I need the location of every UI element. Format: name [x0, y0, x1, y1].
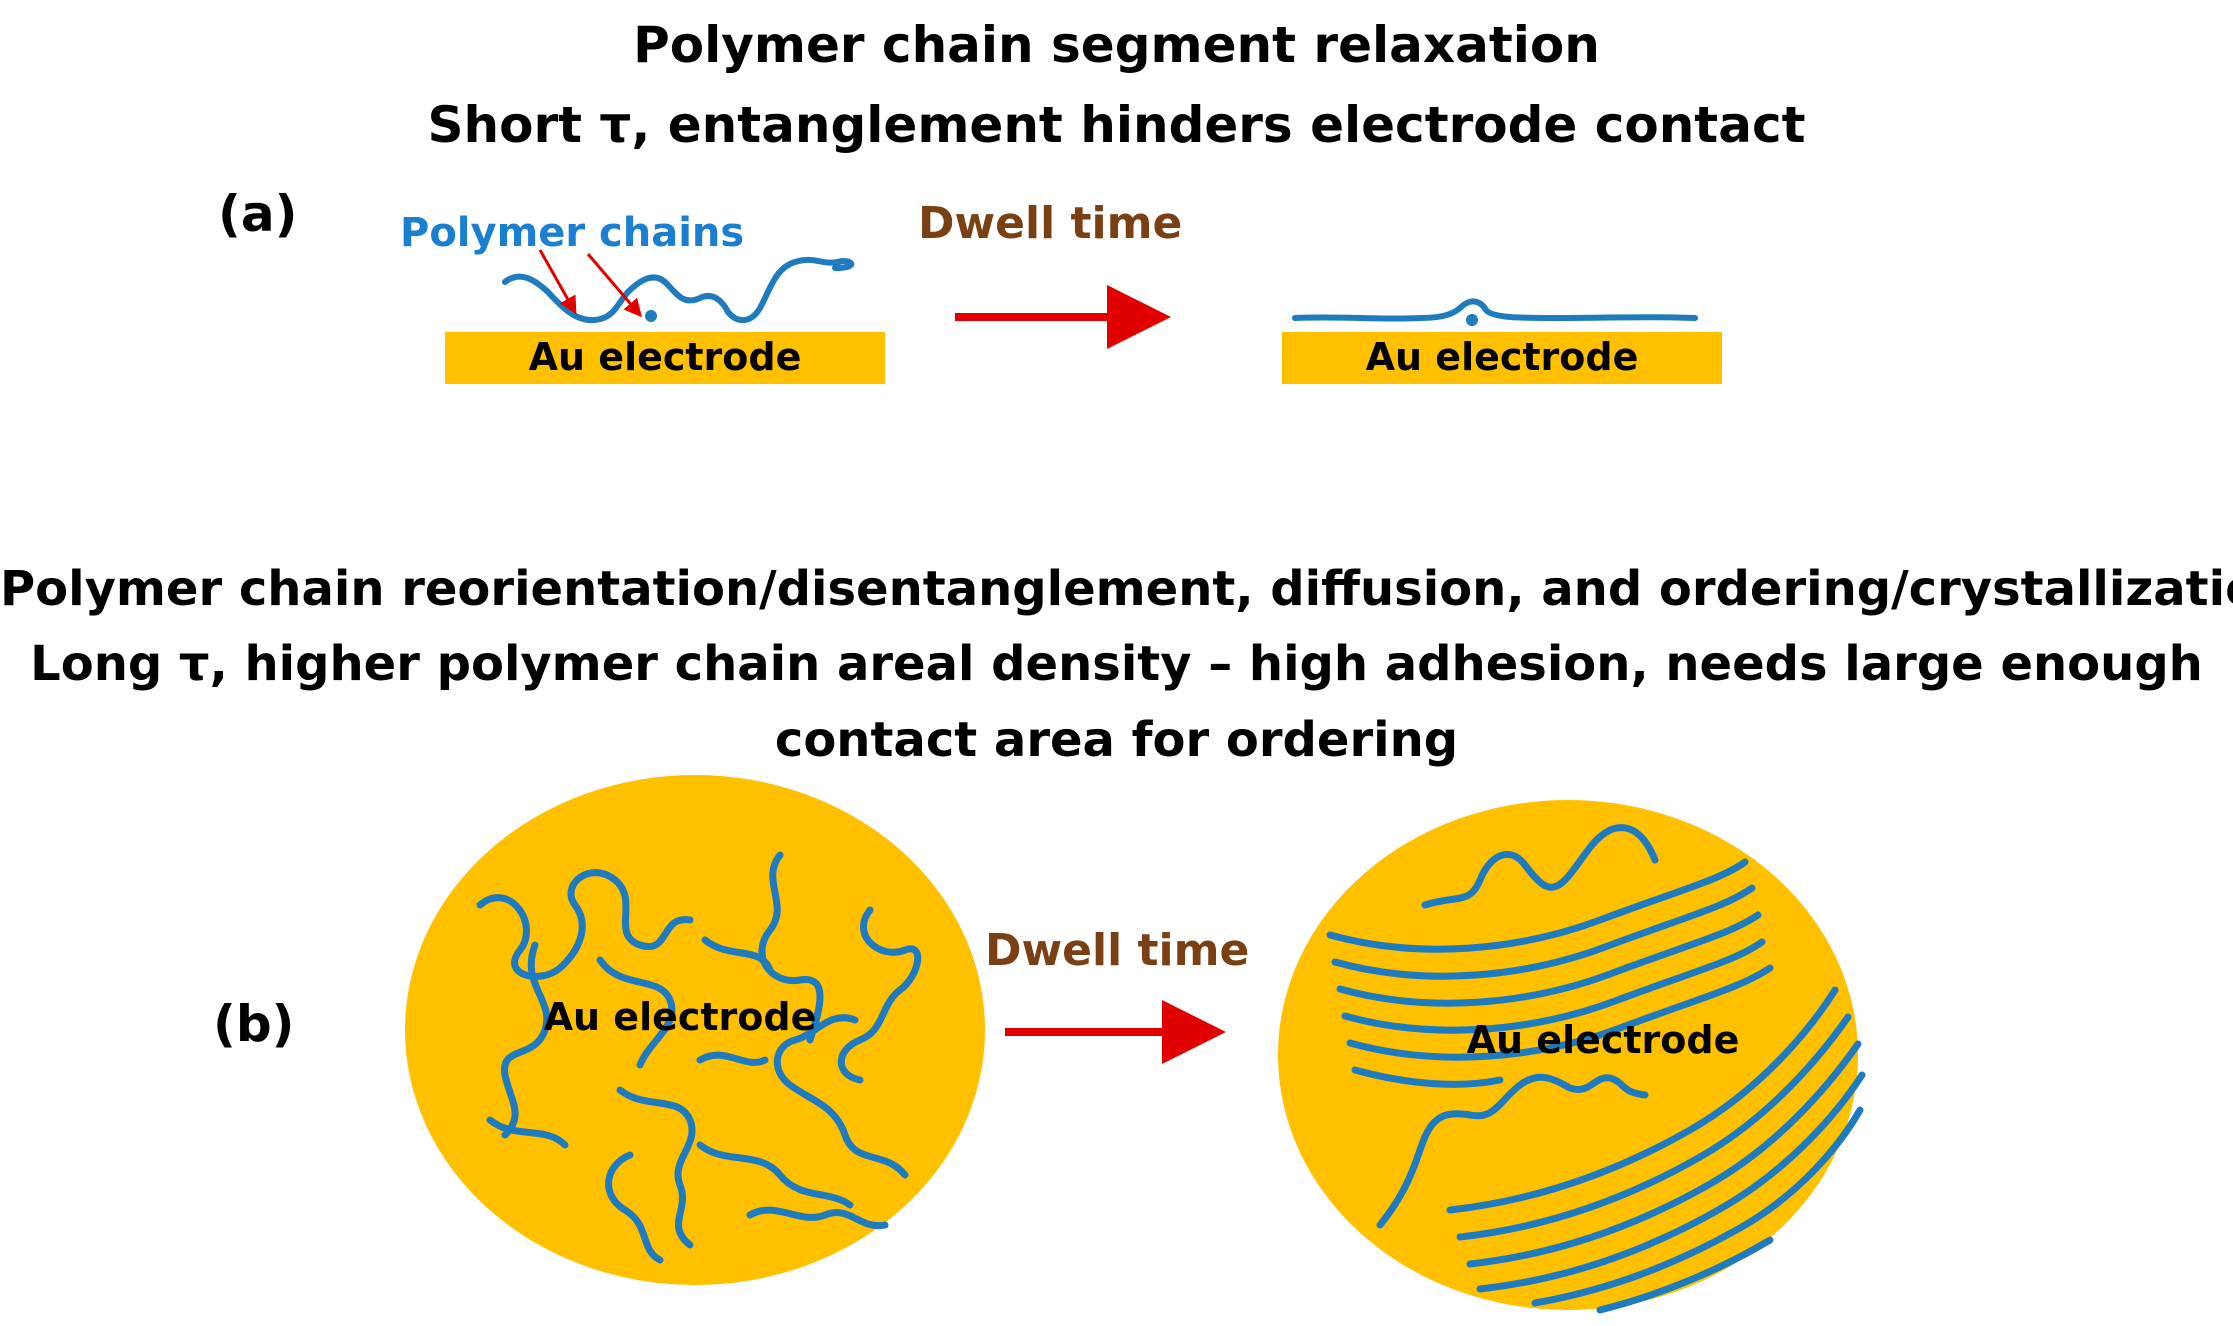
panel-a-right-electrode-group: Au electrode — [1282, 298, 1722, 384]
panel-b-title-line1: Polymer chain reorientation/disentanglem… — [0, 561, 2233, 617]
dwell-time-label-a: Dwell time — [918, 198, 1183, 249]
electrode-label-a-left: Au electrode — [529, 335, 802, 379]
polymer-bead-a-left — [645, 310, 657, 322]
electrode-bar-a-left — [445, 332, 885, 384]
pointer-arrow-2 — [586, 253, 642, 318]
panel-a-title-line1: Polymer chain segment relaxation — [633, 16, 1600, 74]
polymer-chains-label: Polymer chains — [400, 210, 745, 256]
electrode-bar-a-right — [1282, 332, 1722, 384]
polymer-chain-a-right — [1292, 298, 1698, 322]
polymer-chain-a-left — [502, 256, 855, 324]
panel-b-title-line2: Long τ, higher polymer chain areal densi… — [30, 636, 2203, 692]
panel-a-label: (a) — [218, 185, 298, 243]
electrode-label-b-left: Au electrode — [544, 995, 817, 1039]
panel-b-label: (b) — [213, 995, 295, 1053]
electrode-disk-b-left — [405, 775, 985, 1285]
pointer-arrow-1 — [538, 249, 577, 315]
panel-b-right-electrode-group: Au electrode — [1278, 800, 1866, 1314]
panel-b-title-line3: contact area for ordering — [774, 712, 1459, 768]
polymer-bead-a-right — [1466, 314, 1478, 326]
dwell-time-label-b: Dwell time — [985, 925, 1250, 976]
entangled-chains — [476, 851, 922, 1264]
panel-b-left-electrode-group: Au electrode — [405, 775, 985, 1285]
ordered-chains — [1326, 824, 1866, 1314]
electrode-label-a-right: Au electrode — [1366, 335, 1639, 379]
panel-a-title-line2: Short τ, entanglement hinders electrode … — [427, 96, 1806, 154]
electrode-label-b-right: Au electrode — [1467, 1018, 1740, 1062]
panel-a-left-electrode-group: Au electrode — [445, 249, 885, 384]
